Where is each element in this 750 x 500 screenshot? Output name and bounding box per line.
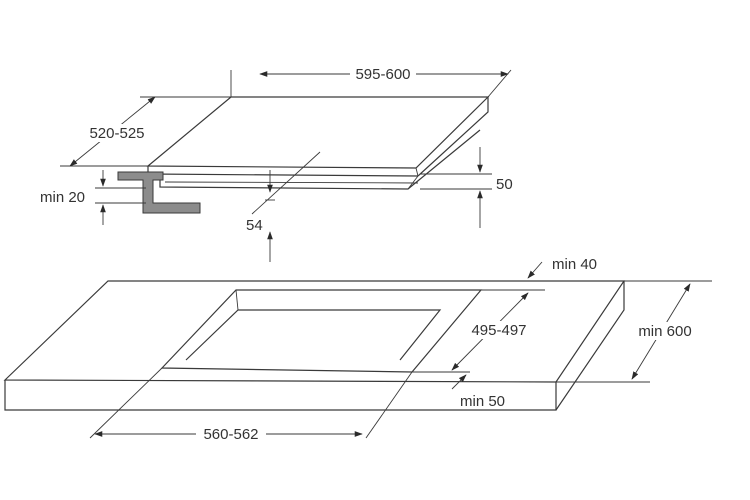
cutout-depth-dimension: 495-497 — [412, 289, 545, 373]
back-margin-dimension: min 40 — [527, 256, 597, 279]
worktop-side-face — [555, 281, 625, 411]
clearance-dimension: 54 — [246, 151, 321, 262]
hob-height-dimension: 50 — [420, 147, 513, 228]
worktop-front-face — [4, 380, 557, 411]
worktop-top-face — [3, 280, 626, 383]
fixing-bracket — [117, 171, 201, 214]
worktop-depth-dimension: min 600 — [556, 280, 712, 383]
clearance-label: 54 — [246, 217, 263, 234]
bracket-label: min 20 — [40, 189, 85, 206]
worktop — [3, 280, 626, 411]
cutout-outer — [160, 289, 483, 373]
hob-depth-label: 520-525 — [89, 125, 144, 142]
hob-glass-top — [146, 96, 490, 169]
cutout-width-label: 560-562 — [203, 426, 258, 443]
hob-height-label: 50 — [496, 176, 513, 193]
hob-depth-dimension: 520-525 — [60, 96, 231, 167]
worktop-depth-label: min 600 — [638, 323, 691, 340]
cutout-inner — [185, 309, 442, 361]
hob-width-label: 595-600 — [355, 66, 410, 83]
hob — [117, 96, 490, 214]
back-margin-label: min 40 — [552, 256, 597, 273]
cutout-depth-label: 495-497 — [471, 322, 526, 339]
cutout-width-dimension: 560-562 — [89, 367, 413, 443]
hob-body — [159, 129, 481, 190]
front-margin-dimension: min 50 — [451, 374, 505, 410]
bracket-dimension: min 20 — [40, 170, 146, 225]
hob-width-dimension: 595-600 — [230, 64, 512, 98]
front-margin-label: min 50 — [460, 393, 505, 410]
